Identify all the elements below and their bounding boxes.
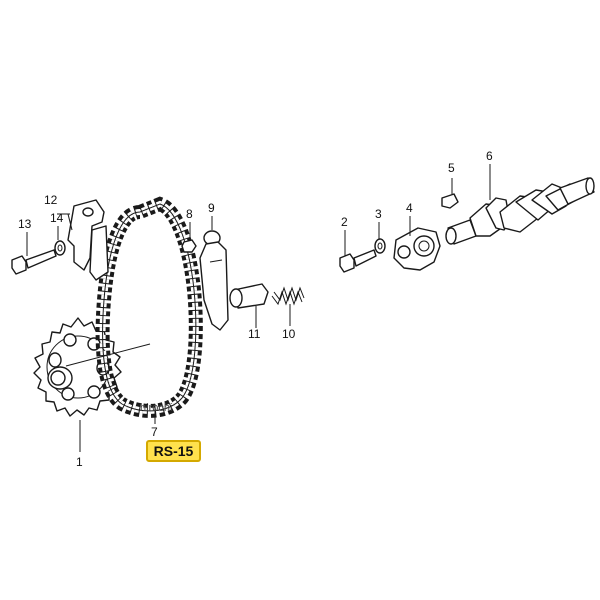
- washer-14: [54, 240, 66, 256]
- callout-8: 8: [186, 207, 193, 221]
- callout-10: 10: [282, 327, 296, 341]
- callout-12: 12: [44, 193, 58, 207]
- sprocket: [33, 317, 151, 417]
- callout-7: 7: [151, 425, 158, 439]
- timing-chain: [95, 196, 203, 418]
- bolt-13: [11, 249, 57, 275]
- callout-3: 3: [375, 207, 382, 221]
- callout-1: 1: [76, 455, 83, 469]
- nut-8: [181, 239, 197, 253]
- key-5: [441, 193, 459, 209]
- washer-3: [374, 238, 386, 254]
- callout-9: 9: [208, 201, 215, 215]
- piston-11: [229, 283, 269, 309]
- bolt-2: [339, 249, 377, 273]
- watermark-text: hirochi: [140, 402, 173, 414]
- spring-10: [271, 286, 305, 306]
- part-code-badge: RS-15: [146, 440, 201, 462]
- tensioner-bracket: [67, 199, 109, 281]
- tensioner-rail: [199, 230, 229, 331]
- callout-6: 6: [486, 149, 493, 163]
- callout-4: 4: [406, 201, 413, 215]
- flange-4: [393, 227, 441, 271]
- callout-5: 5: [448, 161, 455, 175]
- leader-lines: [26, 164, 491, 452]
- callout-2: 2: [341, 215, 348, 229]
- callout-11: 11: [248, 327, 261, 341]
- camshaft: [445, 177, 595, 245]
- callout-13: 13: [18, 217, 32, 231]
- callout-14: 14: [50, 211, 64, 225]
